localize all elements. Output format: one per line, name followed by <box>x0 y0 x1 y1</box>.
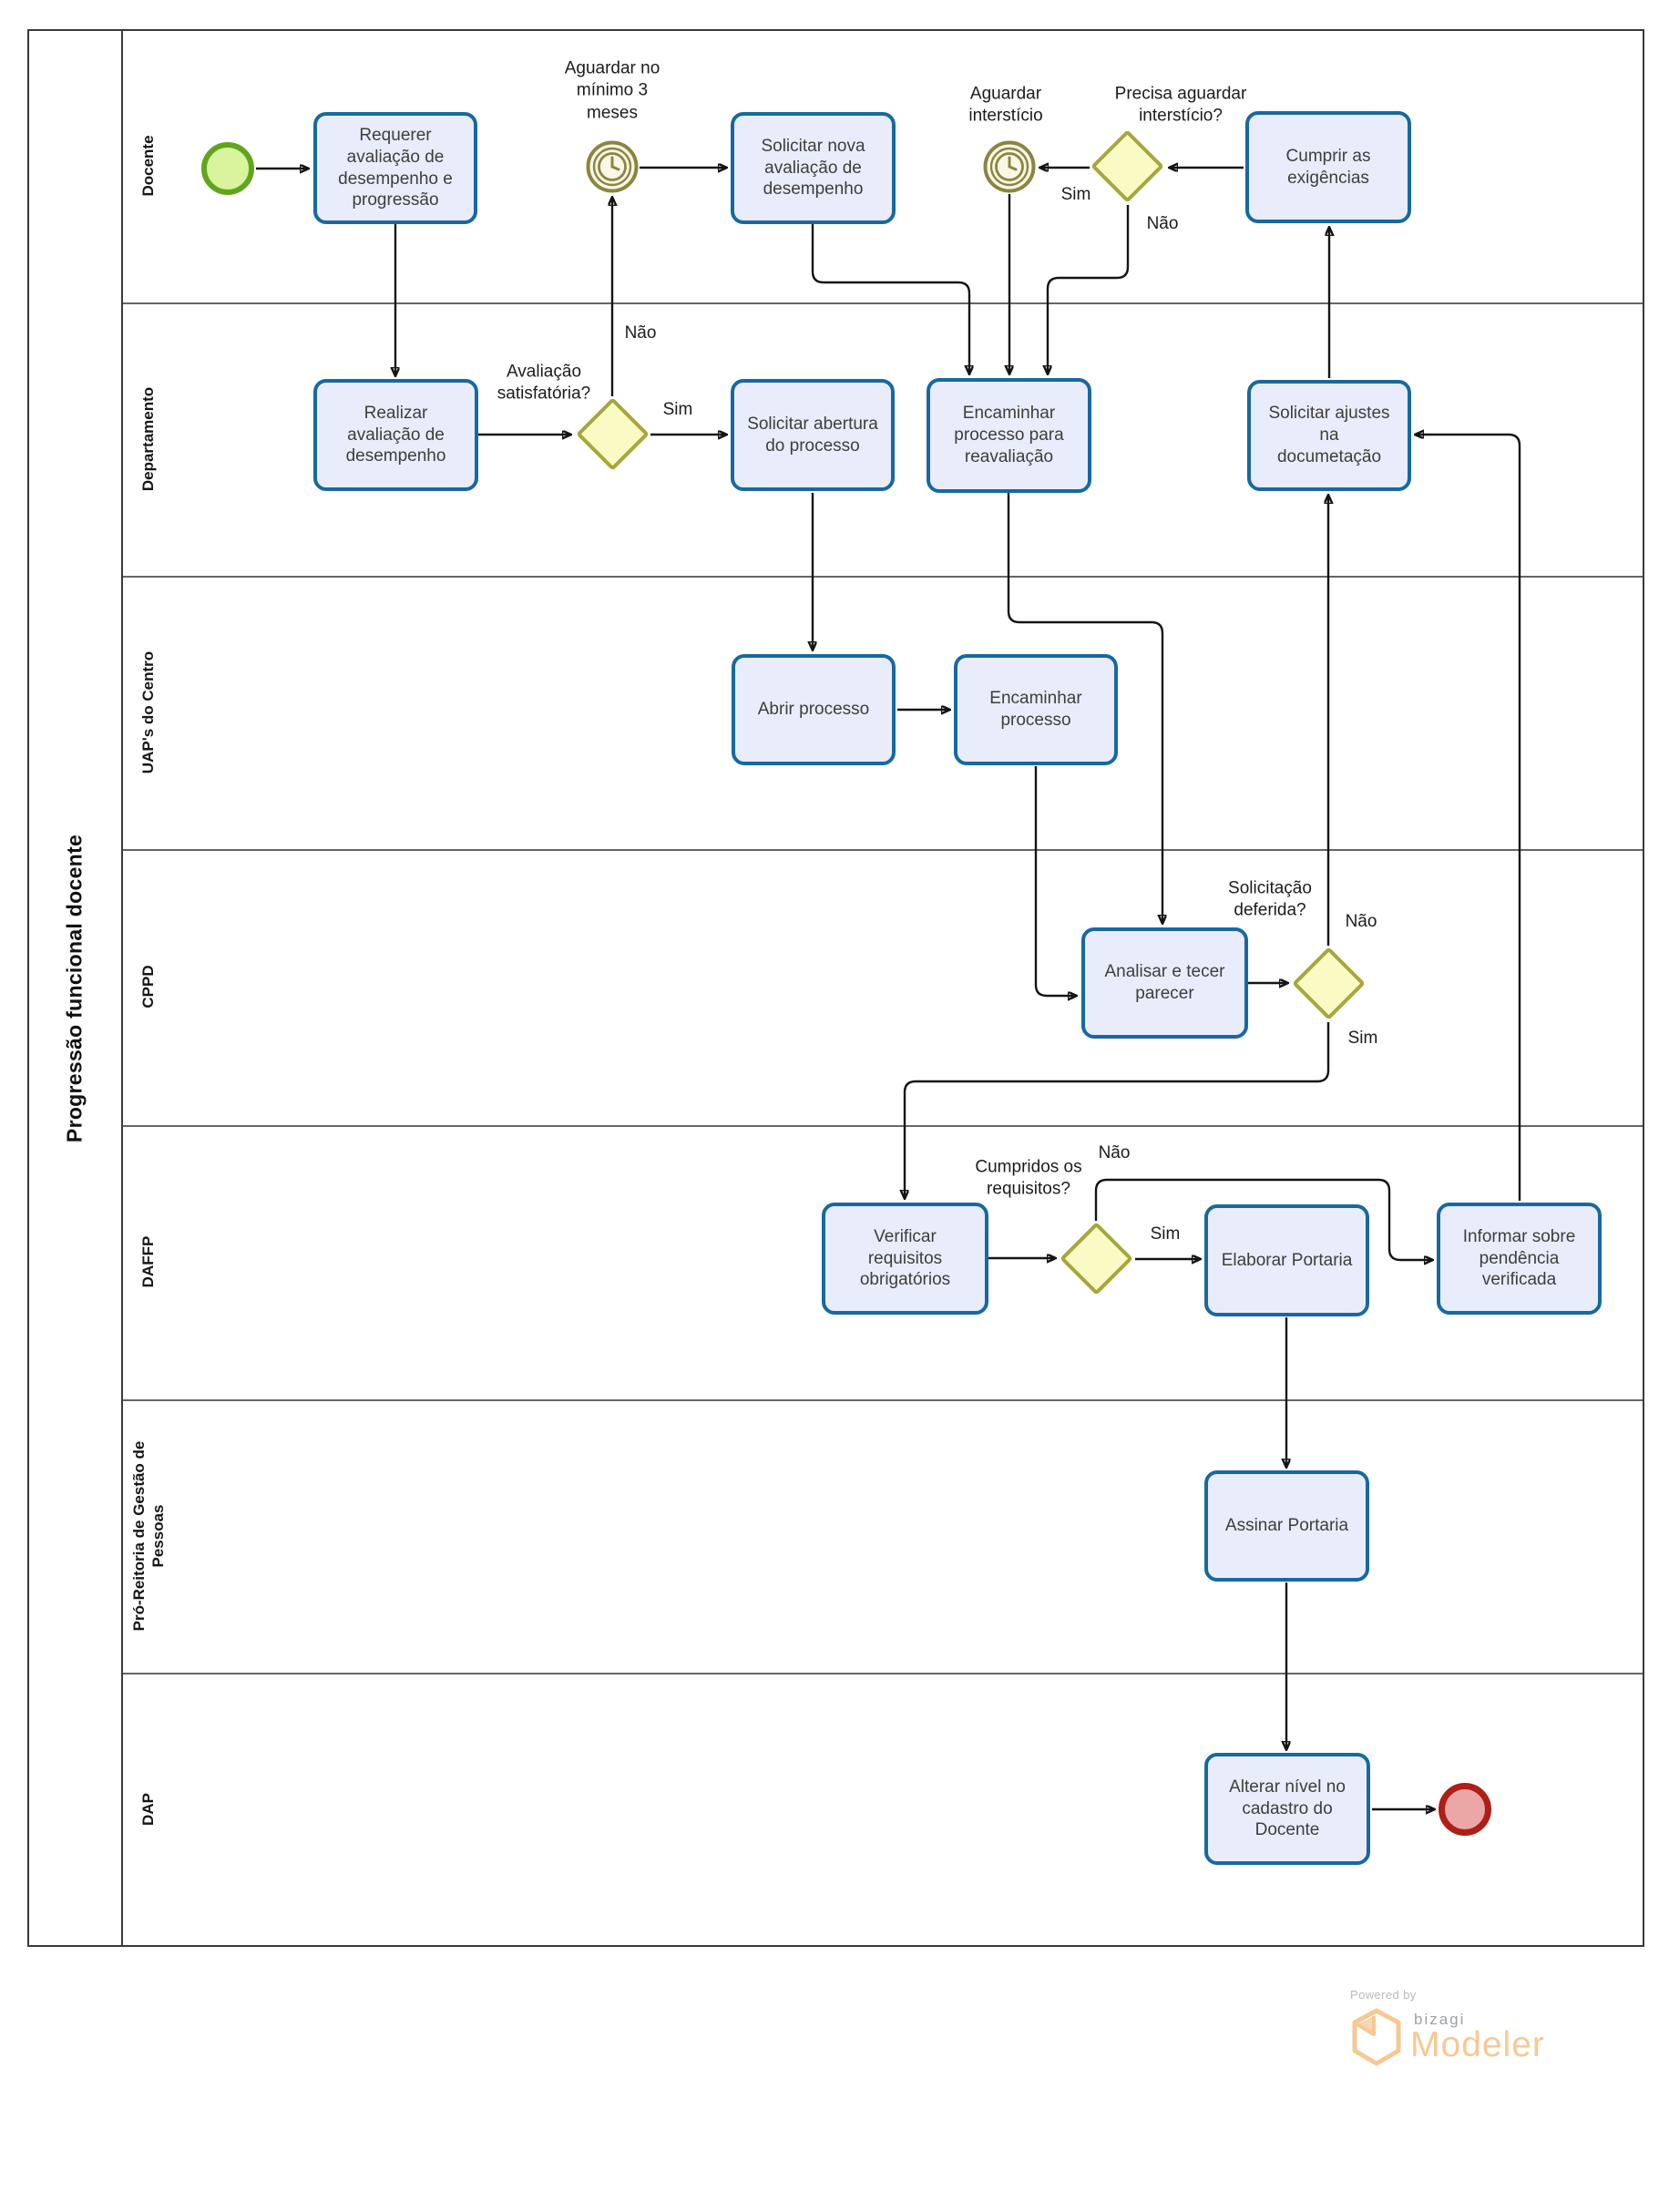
gateway-precisa-aguardar-label: Precisa aguardar interstício? <box>1114 84 1247 126</box>
task-solicitar-ajustes[interactable]: Solicitar ajustes na documetação <box>1247 380 1411 491</box>
bizagi-brand-text: bizagi <box>1414 2011 1466 2028</box>
lane-label-docente: Docente <box>139 135 157 197</box>
task-requerer-avaliacao[interactable]: Requerer avaliação de desempenho e progr… <box>313 112 477 224</box>
gateway-solicitacao-label: Solicitação deferida? <box>1228 878 1312 920</box>
lane-label-daffp: DAFFP <box>139 1235 157 1288</box>
task-label: Informar sobre pendência verificada <box>1462 1226 1576 1290</box>
timer-event-3-meses[interactable] <box>586 140 639 193</box>
task-label: Analisar e tecer parecer <box>1104 962 1225 1003</box>
pool-progressao-funcional <box>27 29 1644 1947</box>
task-label: Requerer avaliação de desempenho e progr… <box>338 125 453 210</box>
gateway-cumpridos-label: Cumpridos os requisitos? <box>975 1157 1082 1199</box>
task-label: Cumprir as exigências <box>1285 146 1371 188</box>
task-label: Alterar nível no cadastro do Docente <box>1229 1777 1346 1840</box>
lane-label-departamento: Departamento <box>139 386 157 492</box>
task-label: Solicitar abertura do processo <box>747 414 878 456</box>
lane-label-uaps: UAP's do Centro <box>139 650 157 774</box>
task-label: Realizar avaliação de desempenho <box>345 403 446 466</box>
edge-label-nao: Não <box>1098 1143 1131 1162</box>
timer-icon <box>586 140 639 193</box>
task-elaborar-portaria[interactable]: Elaborar Portaria <box>1204 1204 1369 1316</box>
task-label: Encaminhar processo para reavaliação <box>954 404 1064 466</box>
lane-label-dap: DAP <box>139 1793 157 1826</box>
timer-3-meses-label: Aguardar no mínimo 3 meses <box>564 58 660 123</box>
end-event[interactable] <box>1439 1783 1491 1836</box>
task-label: Solicitar nova avaliação de desempenho <box>761 136 865 200</box>
lane-departamento <box>123 304 1643 578</box>
task-label: Verificar requisitos obrigatórios <box>859 1226 951 1290</box>
pool-title-column <box>29 31 123 1945</box>
lane-dap <box>123 1674 1643 1947</box>
lane-daffp <box>123 1127 1643 1401</box>
edge-label-nao: Não <box>1146 214 1179 233</box>
task-label: Encaminhar processo <box>989 689 1082 730</box>
bizagi-hexagon-icon <box>1352 2008 1401 2066</box>
edge-label-sim: Sim <box>662 400 693 419</box>
edge-label-sim: Sim <box>1150 1224 1181 1244</box>
timer-intersticio-label: Aguardar interstício <box>968 84 1043 126</box>
task-assinar-portaria[interactable]: Assinar Portaria <box>1204 1470 1369 1582</box>
task-label: Solicitar ajustes na documetação <box>1268 404 1390 466</box>
task-label: Abrir processo <box>757 700 870 720</box>
gateway-avaliacao-label: Avaliação satisfatória? <box>497 362 591 404</box>
lane-label-cppd: CPPD <box>139 965 157 1009</box>
task-encaminhar-reavaliacao[interactable]: Encaminhar processo para reavaliação <box>927 378 1091 493</box>
start-event[interactable] <box>201 142 254 195</box>
task-alterar-nivel[interactable]: Alterar nível no cadastro do Docente <box>1204 1753 1370 1865</box>
lane-label-pro-reitoria: Pró-Reitoria de Gestão de Pessoas <box>129 1440 167 1632</box>
task-analisar-parecer[interactable]: Analisar e tecer parecer <box>1081 927 1248 1039</box>
edge-label-nao: Não <box>1345 912 1377 931</box>
edge-label-sim: Sim <box>1060 185 1091 204</box>
task-verificar-requisitos[interactable]: Verificar requisitos obrigatórios <box>822 1203 988 1315</box>
task-cumprir-exigencias[interactable]: Cumprir as exigências <box>1245 111 1411 223</box>
task-realizar-avaliacao[interactable]: Realizar avaliação de desempenho <box>313 379 478 491</box>
task-informar-pendencia[interactable]: Informar sobre pendência verificada <box>1437 1203 1602 1315</box>
powered-by-text: Powered by <box>1350 1988 1417 2002</box>
modeler-product-text: Modeler <box>1410 2025 1545 2064</box>
pool-title: Progressão funcional docente <box>62 834 87 1143</box>
lane-cppd <box>123 851 1643 1127</box>
task-label: Elaborar Portaria <box>1221 1250 1353 1270</box>
edge-label-nao: Não <box>624 323 657 343</box>
task-solicitar-abertura[interactable]: Solicitar abertura do processo <box>731 379 895 491</box>
lane-pro-reitoria <box>123 1401 1643 1674</box>
lane-uaps-do-centro <box>123 578 1643 851</box>
task-solicitar-nova-avaliacao[interactable]: Solicitar nova avaliação de desempenho <box>731 112 896 224</box>
bizagi-watermark: Powered by bizagi Modeler <box>1350 1988 1651 2071</box>
edge-label-sim: Sim <box>1347 1029 1378 1048</box>
timer-event-intersticio[interactable] <box>983 140 1036 193</box>
task-label: Assinar Portaria <box>1224 1516 1349 1536</box>
task-abrir-processo[interactable]: Abrir processo <box>732 654 896 765</box>
task-encaminhar-processo[interactable]: Encaminhar processo <box>954 654 1118 765</box>
timer-icon <box>983 140 1036 193</box>
